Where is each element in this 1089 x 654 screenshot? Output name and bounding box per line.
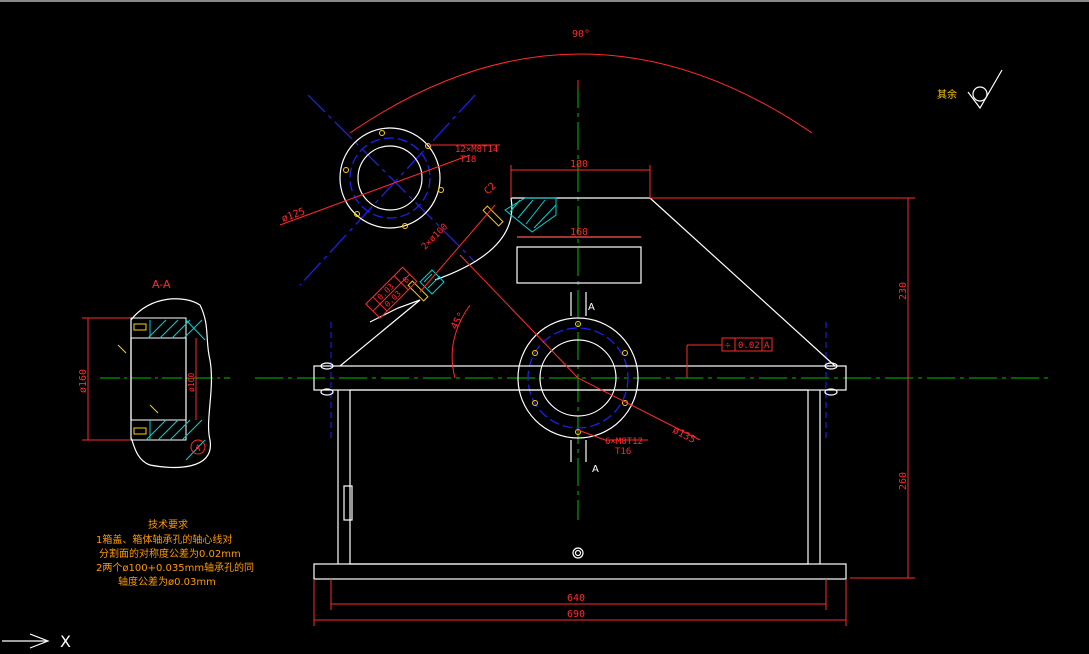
callout-center-bolts: 6×M8T12 (605, 437, 643, 447)
tech-notes-line4: 轴度公差为ø0.03mm (118, 575, 216, 588)
dimension-lines (279, 53, 915, 626)
dim-center-circle: ø135 (671, 425, 697, 446)
dim-chamfer: C2 (482, 181, 498, 197)
dim-left-circle: ø125 (280, 206, 306, 225)
dim-angle-top: 90° (572, 29, 590, 40)
tech-notes: 技术要求 1箱盖、箱体轴承孔的轴心线对 分割面的对称度公差为0.02mm 2两个… (96, 518, 254, 588)
gtol-datum: A (764, 341, 770, 351)
roughness-symbol: 其余 (937, 69, 1003, 110)
callout-center-bolts-depth: T16 (615, 447, 631, 457)
section-mark-top: A (588, 302, 595, 313)
gtol-frame-oblique: 0.03 0.03 B (365, 266, 418, 319)
section-datum-letter: A (195, 444, 201, 454)
gtol-frame-symmetry: ÷ 0.02 A (721, 337, 773, 352)
dim-height-upper: 230 (898, 282, 909, 300)
section-mark-bottom: A (592, 464, 599, 475)
tech-notes-line1: 1箱盖、箱体轴承孔的轴心线对 (96, 533, 232, 546)
callout-oblique-hole: 2×ø100 (420, 222, 450, 252)
gtol-value: 0.02 (738, 341, 760, 351)
dim-section-outer: ø160 (78, 369, 89, 393)
dim-section-bore: ø100 (187, 373, 196, 392)
callout-left-bolts-depth: T18 (460, 155, 476, 165)
section-title: A-A (152, 278, 171, 291)
datum-bubble-a (190, 439, 206, 455)
gtol-symbol: ÷ (725, 341, 731, 351)
boss-hatch (407, 197, 557, 302)
callout-left-bolts: 12×M8T14 (455, 145, 498, 155)
roughness-label: 其余 (937, 88, 957, 101)
center-bearing-view (517, 317, 639, 439)
ucs-icon: X (2, 632, 71, 651)
centerlines (100, 80, 1050, 520)
dim-height-lower: 260 (898, 472, 909, 490)
dim-width-top: 180 (570, 159, 588, 170)
tech-notes-line3: 2两个ø100+0.035mm轴承孔的同 (96, 561, 254, 574)
tech-notes-title: 技术要求 (148, 518, 188, 531)
tech-notes-line2: 分割面的对称度公差为0.02mm (99, 547, 241, 560)
oblique-frame-datum: B (401, 275, 411, 285)
section-a-a (82, 298, 213, 469)
dim-width-base-inner: 640 (567, 593, 585, 604)
ucs-x-label: X (60, 632, 71, 651)
gearbox-outline (313, 197, 847, 580)
dim-width-inner: 160 (570, 227, 588, 238)
dim-width-base-outer: 690 (567, 609, 585, 620)
left-bearing-view (339, 127, 444, 229)
